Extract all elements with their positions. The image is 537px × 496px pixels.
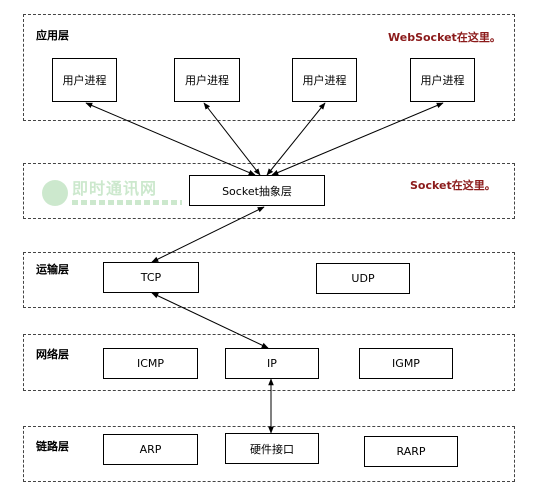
user-process-box-3: 用户进程 bbox=[292, 58, 357, 102]
transport-layer bbox=[23, 252, 515, 308]
transport-layer-label: 运输层 bbox=[36, 263, 69, 276]
icmp-box: ICMP bbox=[103, 348, 198, 379]
watermark-text: 即时通讯网 bbox=[72, 179, 158, 198]
rarp-box: RARP bbox=[364, 436, 458, 467]
user-process-box-4: 用户进程 bbox=[410, 58, 475, 102]
ip-box: IP bbox=[225, 348, 319, 379]
igmp-box: IGMP bbox=[359, 348, 453, 379]
application-layer-label: 应用层 bbox=[36, 29, 69, 42]
arp-box: ARP bbox=[103, 434, 198, 465]
socket-abstraction-box: Socket抽象层 bbox=[189, 175, 325, 206]
tcp-box: TCP bbox=[103, 262, 199, 293]
link-layer-label: 链路层 bbox=[36, 440, 69, 453]
user-process-box-1: 用户进程 bbox=[52, 58, 117, 102]
watermark-logo-icon bbox=[42, 180, 68, 206]
watermark-subline bbox=[72, 200, 182, 205]
network-layer-label: 网络层 bbox=[36, 348, 69, 361]
websocket-note: WebSocket在这里。 bbox=[388, 31, 501, 44]
socket-note: Socket在这里。 bbox=[410, 179, 496, 192]
udp-box: UDP bbox=[316, 263, 410, 294]
user-process-box-2: 用户进程 bbox=[174, 58, 240, 102]
hardware-interface-box: 硬件接口 bbox=[225, 433, 319, 464]
watermark: 即时通讯网 bbox=[42, 178, 182, 208]
